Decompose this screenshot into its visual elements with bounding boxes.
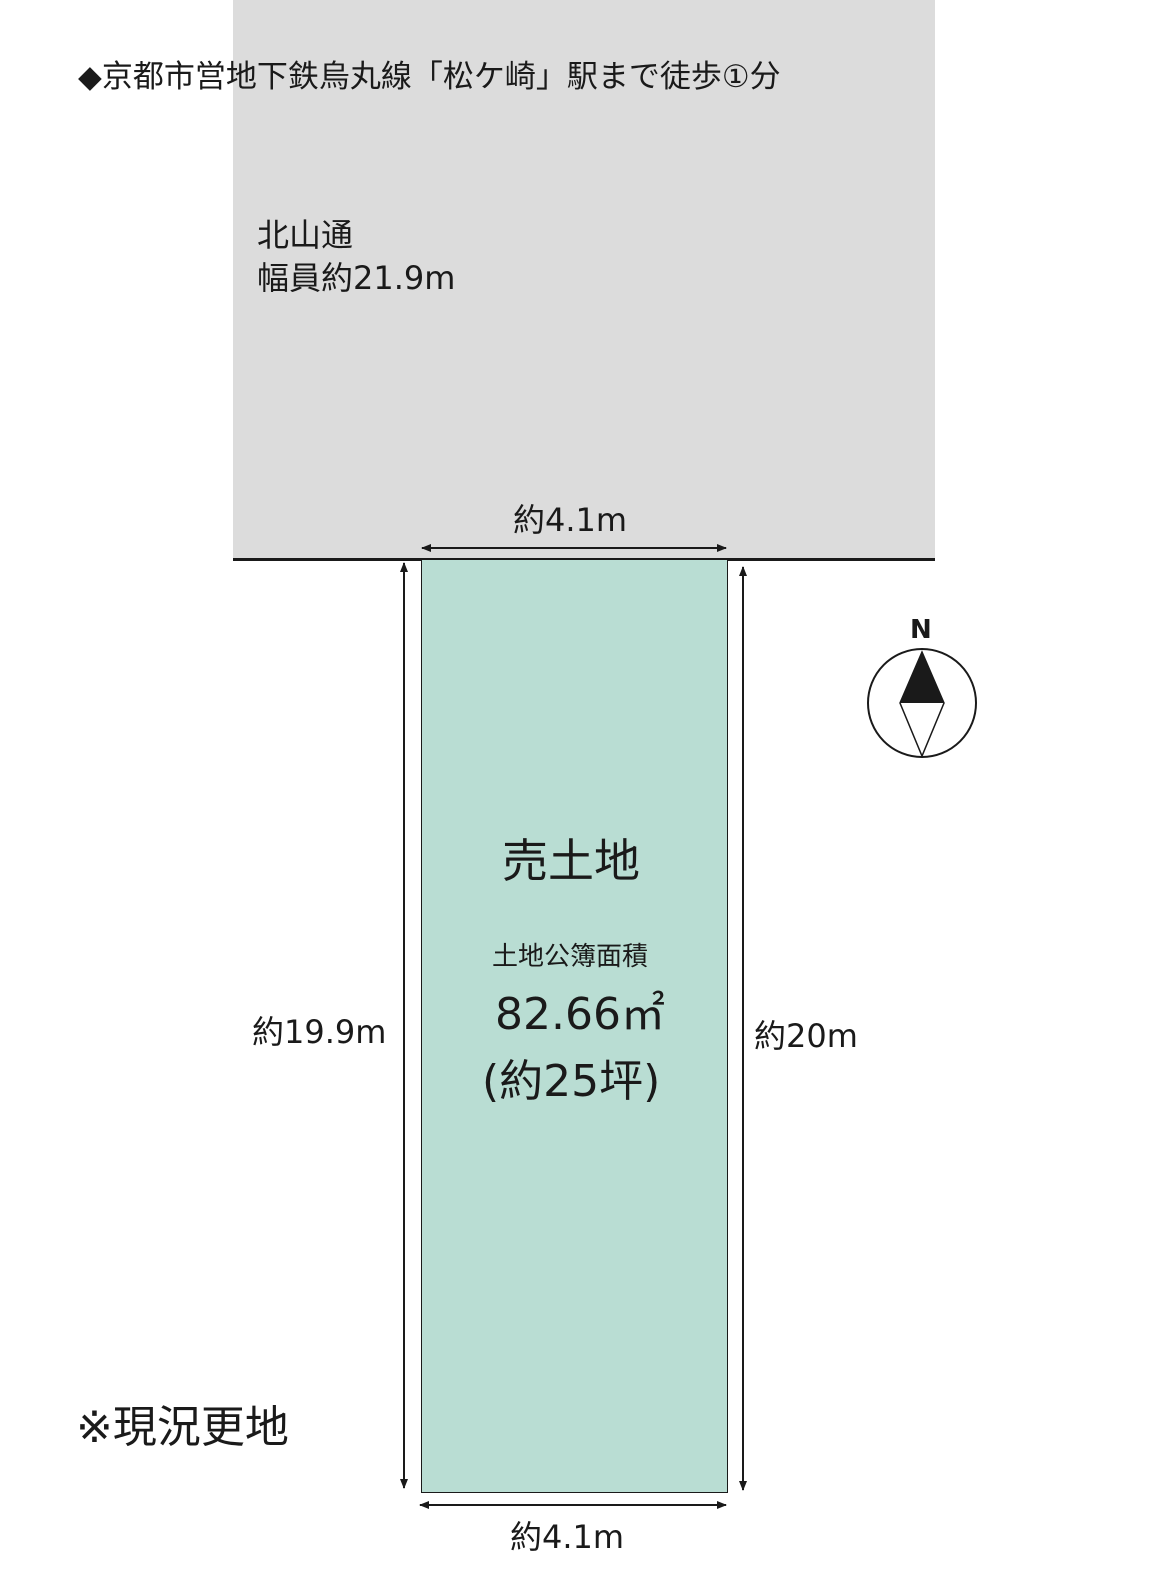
lot-title: 売土地 <box>502 834 640 888</box>
road-frontage-line <box>233 558 935 561</box>
lot-tsubo: (約25坪) <box>482 1056 661 1107</box>
road-width: 幅員約21.9m <box>257 259 456 297</box>
station-access-title: ◆京都市営地下鉄烏丸線「松ケ崎」駅まで徒歩①分 <box>78 59 781 95</box>
compass-north-label: N <box>910 615 932 645</box>
lot-area: 82.66㎡ <box>495 989 665 1040</box>
road-area <box>233 0 935 560</box>
land-lot <box>421 560 728 1493</box>
compass-icon <box>867 648 977 758</box>
right-depth-label: 約20m <box>754 1017 858 1055</box>
land-status-note: ※現況更地 <box>76 1402 289 1453</box>
road-name: 北山通 <box>257 216 354 254</box>
bottom-width-label: 約4.1m <box>510 1518 625 1556</box>
top-width-label: 約4.1m <box>513 501 628 539</box>
left-depth-label: 約19.9m <box>252 1013 387 1051</box>
lot-area-label: 土地公簿面積 <box>492 942 649 972</box>
